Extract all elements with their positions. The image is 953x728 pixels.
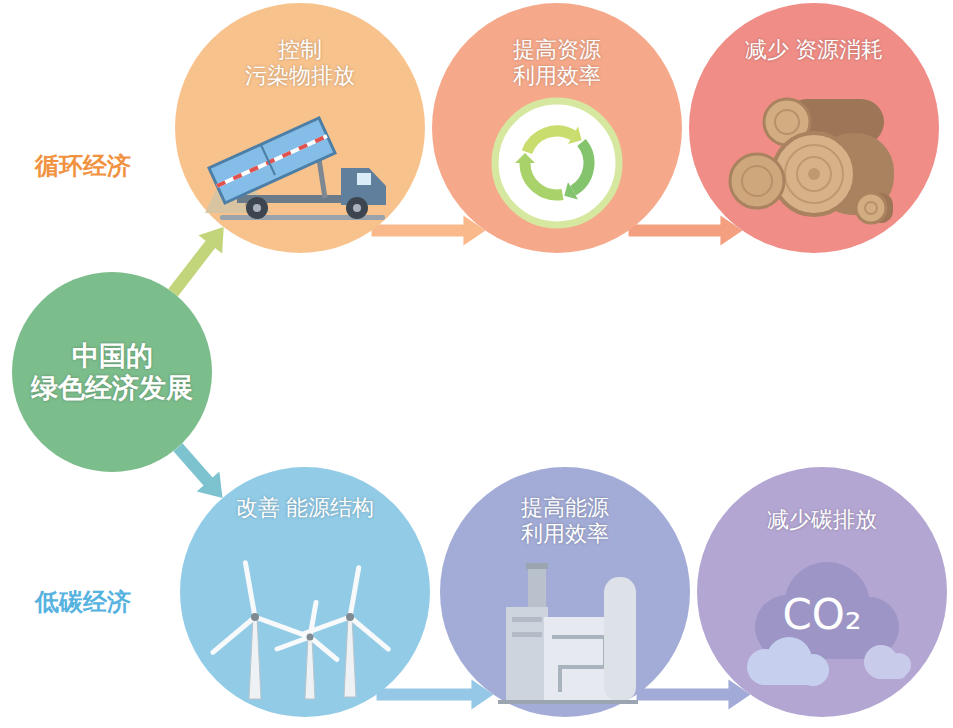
arrow-shaft — [629, 225, 723, 237]
circle-fill — [12, 272, 212, 472]
flow-arrow — [173, 227, 224, 293]
illustration-part — [245, 563, 255, 617]
flow-arrow — [178, 447, 223, 498]
illustration-part — [864, 645, 911, 679]
illustration-part — [513, 151, 535, 172]
illustration-part — [544, 617, 614, 702]
illustration-part — [558, 142, 599, 192]
illustration-part — [251, 613, 259, 621]
arrow-shaft — [178, 447, 209, 483]
circle-fill — [440, 467, 690, 717]
arrow-shaft — [637, 689, 731, 701]
circle-node: 改善 能源结构 — [180, 467, 430, 717]
illustration-part — [346, 613, 354, 621]
node-text: 提高资源 利用效率 — [487, 37, 627, 89]
illustration-part — [350, 568, 359, 617]
node-text: 提高能源 利用效率 — [495, 495, 635, 547]
illustration-part — [785, 145, 843, 203]
circle-node: 提高能源 利用效率 — [440, 467, 690, 717]
illustration-part — [277, 637, 310, 649]
illustration-part — [213, 563, 388, 660]
branch-label: CO₂ — [782, 590, 861, 639]
illustration-part — [755, 665, 821, 685]
flow-arrow — [377, 680, 494, 710]
circle-fill — [697, 467, 947, 717]
illustration-part — [217, 136, 327, 186]
illustration-part — [307, 634, 314, 641]
circle-node: 减少 资源消耗 — [689, 3, 939, 253]
illustration-part — [568, 127, 582, 144]
circle-node: 提高资源 利用效率 — [432, 3, 682, 253]
illustration-part — [808, 168, 820, 180]
node-text: 减少 资源消耗 — [744, 37, 884, 63]
flow-arrow — [629, 216, 743, 246]
illustration-part — [775, 110, 799, 134]
illustration-part — [561, 182, 583, 203]
illustration-part — [495, 101, 619, 225]
illustration-part — [217, 136, 327, 186]
node-text: 改善 能源结构 — [235, 495, 375, 521]
illustration-part — [742, 166, 772, 196]
illustration-part — [246, 197, 268, 219]
flow-arrow — [637, 680, 751, 710]
illustration-part — [773, 133, 855, 215]
illustration-part — [552, 637, 605, 692]
illustration-part — [213, 617, 255, 652]
illustration-part — [305, 637, 315, 699]
branch-label: 低碳经济 — [35, 586, 131, 618]
illustration-part — [747, 637, 829, 686]
illustration-part — [344, 617, 356, 697]
arrow-shaft — [377, 689, 474, 701]
illustration-part — [261, 145, 275, 175]
illustration-part — [303, 617, 350, 634]
arrow-head — [198, 227, 223, 254]
illustration-part — [797, 157, 831, 191]
illustration-part — [604, 577, 636, 702]
illustration-part — [209, 118, 335, 203]
illustration-part — [506, 607, 548, 702]
illustration-part — [255, 617, 307, 636]
illustration-part — [498, 700, 638, 704]
illustration-part — [249, 617, 261, 699]
illustration-part — [350, 617, 388, 649]
arrow-shaft — [173, 243, 211, 293]
illustration-part — [865, 202, 877, 214]
node-text: 中国的 绿色经济发展 — [22, 340, 202, 404]
arrow-head — [197, 472, 223, 498]
circle-fill — [689, 3, 939, 253]
circle-fill — [180, 467, 430, 717]
illustration-part — [353, 204, 361, 212]
illustration-part — [253, 204, 261, 212]
illustration-part — [513, 147, 562, 207]
circle-node: 中国的 绿色经济发展 — [12, 272, 212, 472]
node-text: 控制 污染物排放 — [230, 37, 370, 89]
illustration-part — [346, 197, 368, 219]
illustration-part — [527, 127, 582, 152]
illustration-part — [873, 663, 907, 679]
illustration-part — [357, 173, 371, 185]
illustration-part — [856, 193, 886, 223]
illustration-part — [526, 563, 548, 569]
node-text: 减少碳排放 — [752, 507, 892, 533]
circle-node: 控制 污染物排放 — [175, 3, 425, 253]
illustration-part — [513, 127, 603, 208]
arrow-shaft — [372, 225, 466, 237]
illustration-part — [730, 154, 784, 208]
circle-fill — [175, 3, 425, 253]
illustration-part — [527, 131, 573, 152]
circle-fill — [432, 3, 682, 253]
illustration-part — [310, 637, 337, 660]
illustration-part — [512, 617, 542, 622]
flow-arrow — [372, 216, 486, 246]
illustration-part — [512, 632, 542, 637]
branch-label: 循环经济 — [35, 150, 131, 182]
